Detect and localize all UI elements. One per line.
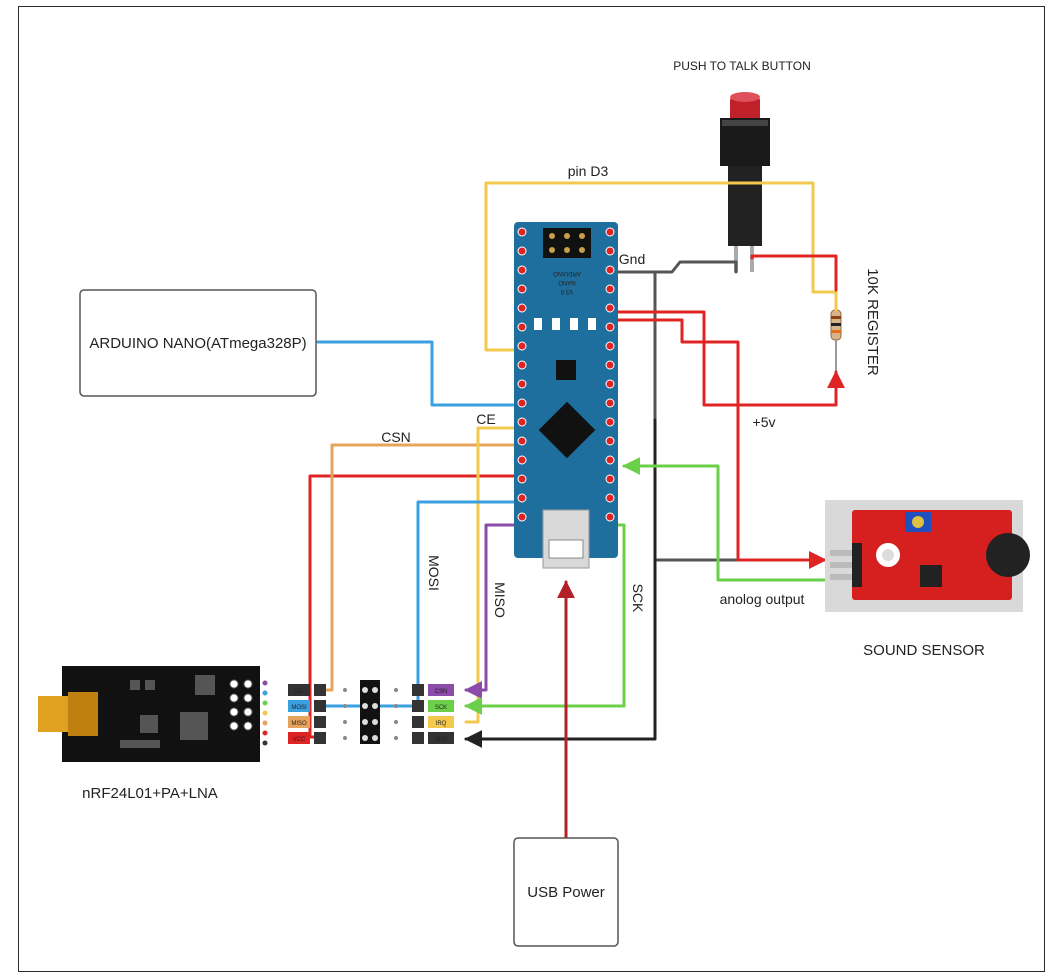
wire-5v-resistor [610,310,845,407]
wire-gnd-radio [464,418,657,748]
wire-ce [464,426,522,724]
pin-tag-labels: CE MOSI MISO VCC CSN SCK IRQ GND [291,689,448,743]
sound-sensor-label: SOUND SENSOR [863,642,985,659]
mosi-label: MOSI [426,555,442,591]
wire-arduino-pointer [316,340,548,414]
arduino-nano-box [79,289,317,397]
svg-text:V3.0: V3.0 [560,288,573,294]
usb-power-label: USB Power [527,884,605,901]
miso-label: MISO [492,582,508,618]
arduino-nano-board [514,222,618,569]
ce-label: CE [476,411,495,427]
resistor-label: 10K REGISTER [864,268,881,376]
svg-text:CE: CE [295,689,303,695]
diagram-frame [18,6,1045,972]
wire-csn [320,443,522,692]
pinout-header [288,680,454,744]
svg-text:NANO: NANO [558,279,576,285]
wire-button-resistor [750,254,838,292]
svg-text:GND: GND [434,737,448,743]
svg-text:MISO: MISO [291,721,307,727]
sck-label: SCK [630,584,646,613]
usb-power-box [513,837,619,947]
wire-miso [464,523,522,699]
sound-sensor-module [825,500,1030,612]
wire-5v-sensor [610,318,827,569]
svg-text:IRQ: IRQ [436,721,447,727]
arduino-nano-box-label: ARDUINO NANO(ATmega328P) [89,335,306,352]
svg-text:MOSI: MOSI [291,705,307,711]
svg-text:VCC: VCC [293,737,306,743]
push-button-label: PUSH TO TALK BUTTON [673,59,811,73]
board-silkscreen: ARDUINO NANO V3.0 [553,270,581,294]
gnd-label: Gnd [619,251,645,267]
wire-pin-d3 [484,181,838,352]
plus5v-label: +5v [753,414,776,430]
svg-text:ARDUINO: ARDUINO [553,270,581,276]
nrf-module-label: nRF24L01+PA+LNA [82,785,218,802]
svg-text:CSN: CSN [435,689,448,695]
wire-analog-output [622,457,827,582]
csn-label: CSN [381,429,411,445]
analog-output-label: anolog output [720,591,805,607]
svg-text:SCK: SCK [435,705,447,711]
wire-mosi [320,500,522,708]
nrf24l01-module [38,666,268,762]
pin-d3-label: pin D3 [568,163,609,179]
push-button [720,92,770,272]
